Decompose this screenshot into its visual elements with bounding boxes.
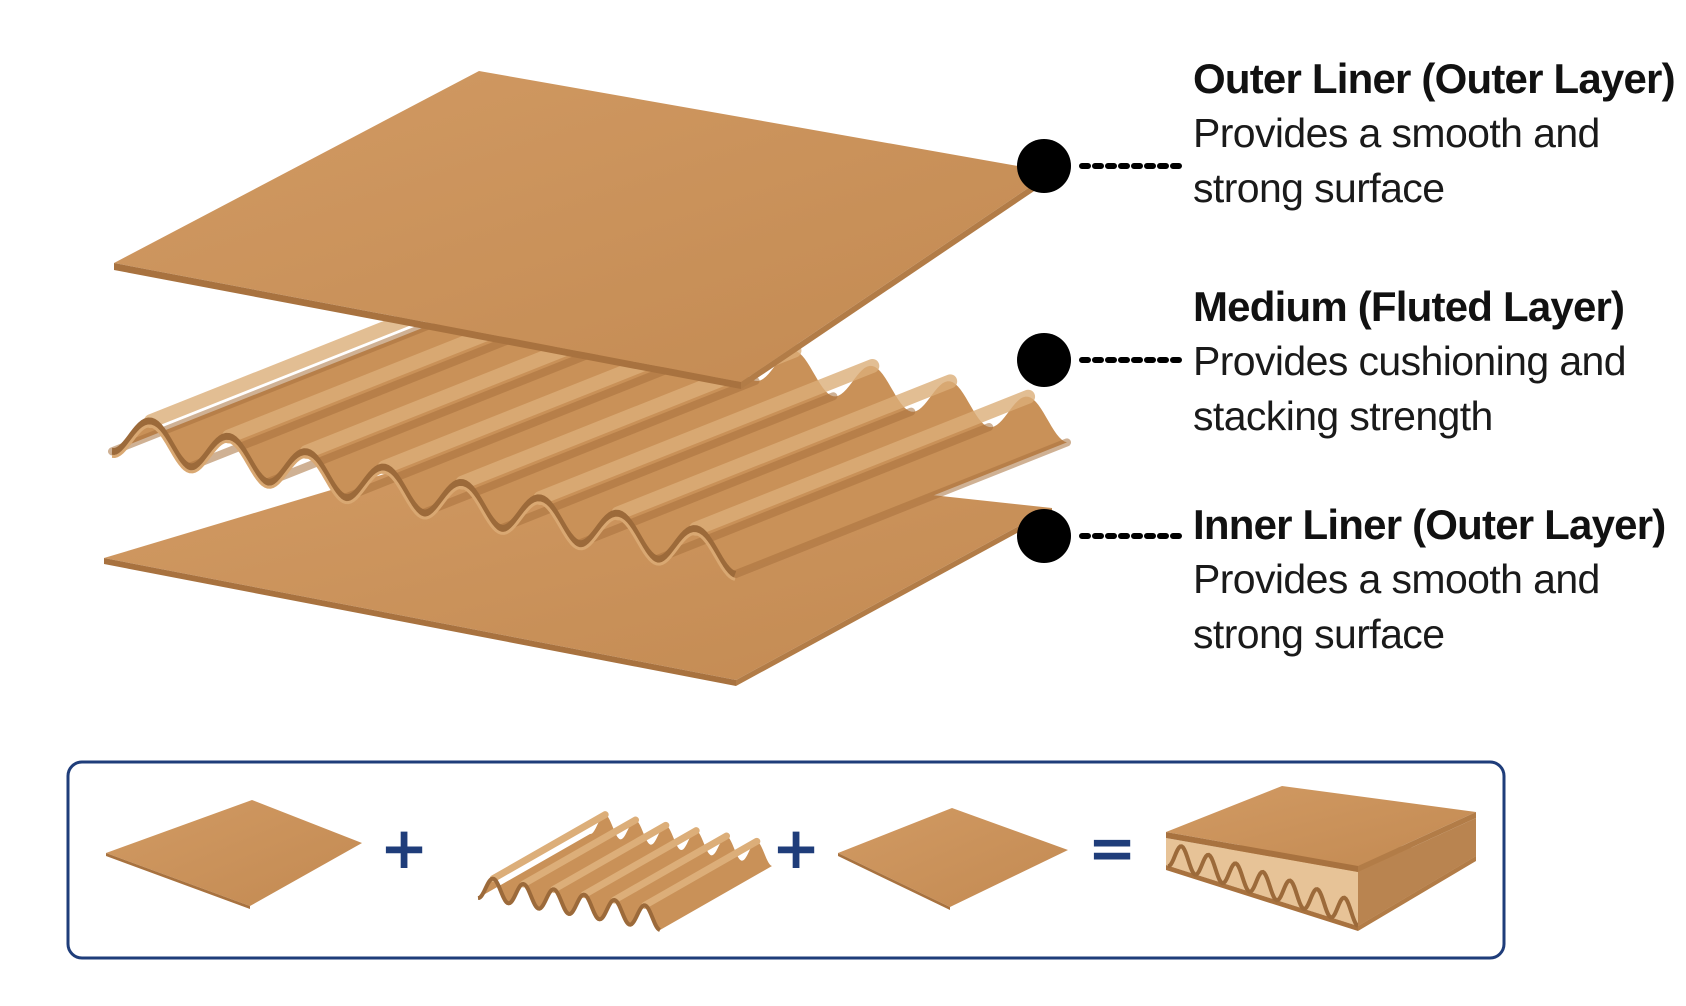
outer-liner-marker: [1017, 139, 1189, 193]
equation-panel: + + =: [66, 760, 1506, 960]
equation-combined-board: [1166, 786, 1476, 931]
outer-liner-sheet: [114, 71, 1052, 389]
equation-plus-1: +: [380, 814, 429, 882]
medium-marker: [1017, 333, 1189, 387]
equation-sheet-2: [838, 808, 1068, 910]
medium-label: Medium (Fluted Layer) Provides cushionin…: [1193, 280, 1683, 444]
inner-liner-title: Inner Liner (Outer Layer): [1193, 501, 1666, 548]
medium-title: Medium (Fluted Layer): [1193, 283, 1625, 330]
equation-sheet-1: [106, 800, 362, 909]
inner-liner-description: Provides a smooth and strong surface: [1193, 556, 1600, 657]
inner-liner-marker: [1017, 509, 1189, 563]
equation-flutes: [477, 811, 772, 932]
inner-liner-label: Inner Liner (Outer Layer) Provides a smo…: [1193, 498, 1683, 662]
outer-liner-description: Provides a smooth and strong surface: [1193, 110, 1600, 211]
medium-description: Provides cushioning and stacking strengt…: [1193, 338, 1627, 439]
equation-plus-2: +: [772, 814, 821, 882]
outer-liner-label: Outer Liner (Outer Layer) Provides a smo…: [1193, 52, 1683, 216]
equation-equals: =: [1088, 814, 1137, 882]
outer-liner-title: Outer Liner (Outer Layer): [1193, 55, 1676, 102]
